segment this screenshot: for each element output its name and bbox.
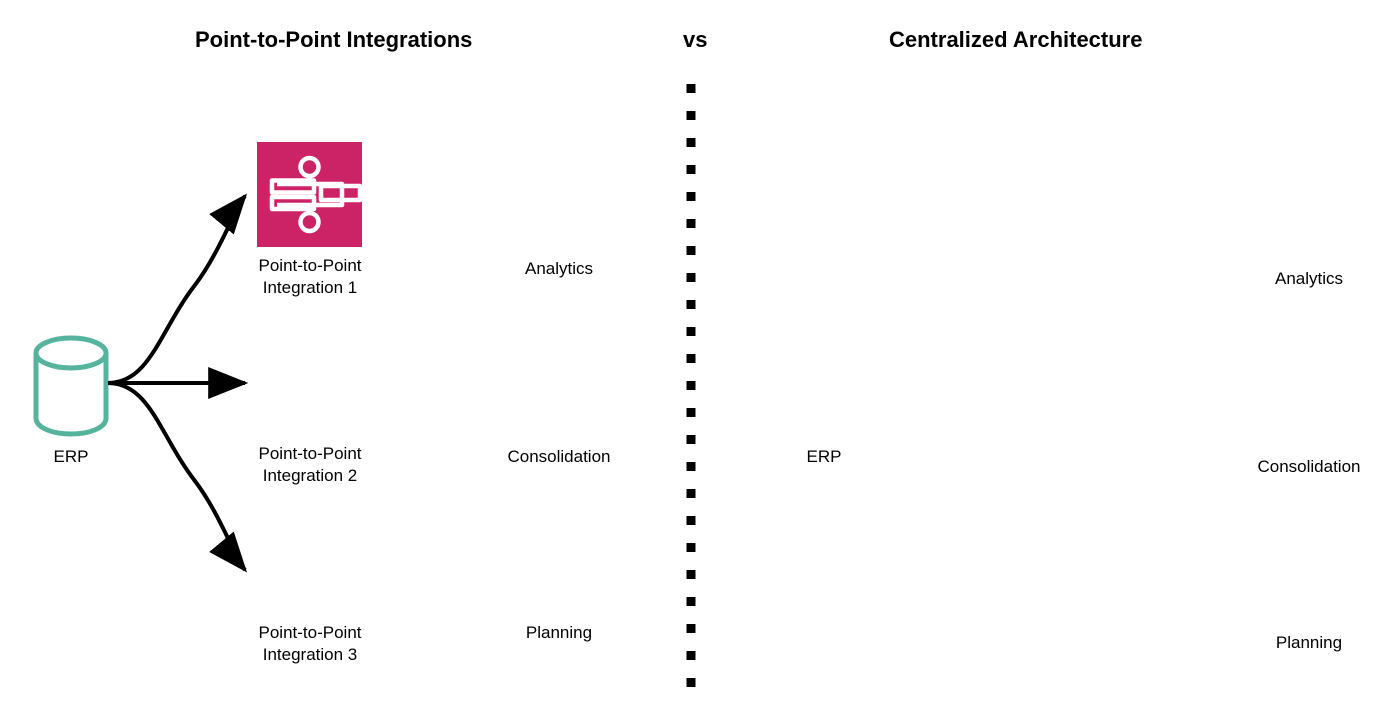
database-cylinder-icon	[33, 335, 109, 437]
label-integration-3: Point-to-Point Integration 3	[258, 623, 362, 664]
label-target-consolidation-left: Consolidation	[507, 447, 611, 466]
erp-source-left[interactable]	[33, 335, 109, 437]
page-title-vs: vs	[683, 27, 708, 52]
integration-workflow-icon	[269, 155, 363, 234]
label-erp-left: ERP	[53, 447, 89, 466]
label-integration-1: Point-to-Point Integration 1	[258, 256, 362, 297]
label-target-analytics-left: Analytics	[524, 259, 594, 278]
integration-box-1[interactable]	[257, 142, 363, 247]
label-target-consolidation-right: Consolidation	[1257, 457, 1361, 476]
label-target-analytics-right: Analytics	[1274, 269, 1344, 288]
page-title-left: Point-to-Point Integrations	[195, 27, 473, 52]
page-title-right: Centralized Architecture	[889, 27, 1143, 52]
label-target-planning-left: Planning	[525, 623, 593, 642]
erp-branch-arrows-left	[107, 193, 249, 573]
label-erp-right: ERP	[806, 447, 842, 466]
label-integration-2: Point-to-Point Integration 2	[258, 444, 362, 485]
label-target-planning-right: Planning	[1275, 633, 1343, 652]
